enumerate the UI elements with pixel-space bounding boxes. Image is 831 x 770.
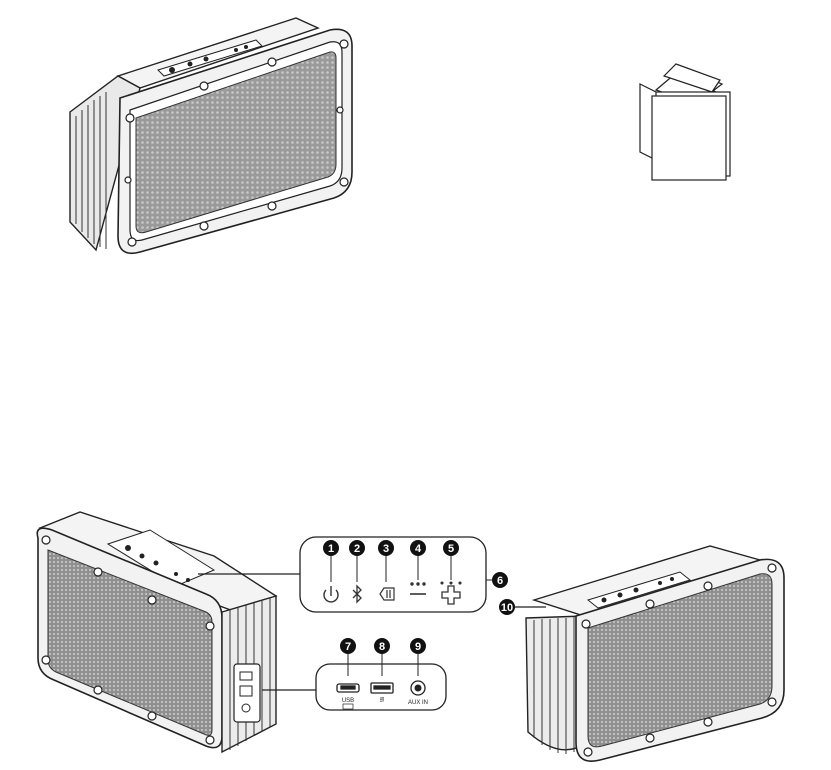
svg-text:9: 9 [415,641,421,653]
svg-text:7: 7 [345,641,351,653]
callout-6: 6 [492,572,508,588]
svg-text:8: 8 [379,641,385,653]
svg-text:4: 4 [415,543,422,555]
speaker-front-view [70,18,352,253]
svg-text:2: 2 [354,543,360,555]
callout-1: 1 [323,540,339,556]
callout-3: 3 [378,540,394,556]
svg-text:1: 1 [328,543,334,555]
speaker-side-view [37,512,276,752]
ports-callout: USB ⭿ AUX IN [316,648,446,710]
callout-10: 10 [499,599,515,615]
callout-9: 9 [410,638,426,654]
svg-text:6: 6 [497,575,503,587]
speaker-rear-three-quarter-view [512,546,784,761]
svg-text:5: 5 [448,543,454,555]
usb-symbol-icon: ⭿ [380,697,385,704]
aux-jack-icon [411,681,425,695]
aux-port-label: AUX IN [408,700,428,706]
callout-7: 7 [340,638,356,654]
usb-port-label: USB [342,698,354,704]
svg-text:3: 3 [383,543,389,555]
manual-booklet-icon [640,64,730,180]
callout-8: 8 [374,638,390,654]
callout-4: 4 [410,540,426,556]
callout-5: 5 [443,540,459,556]
callout-2: 2 [349,540,365,556]
svg-text:10: 10 [501,602,513,614]
